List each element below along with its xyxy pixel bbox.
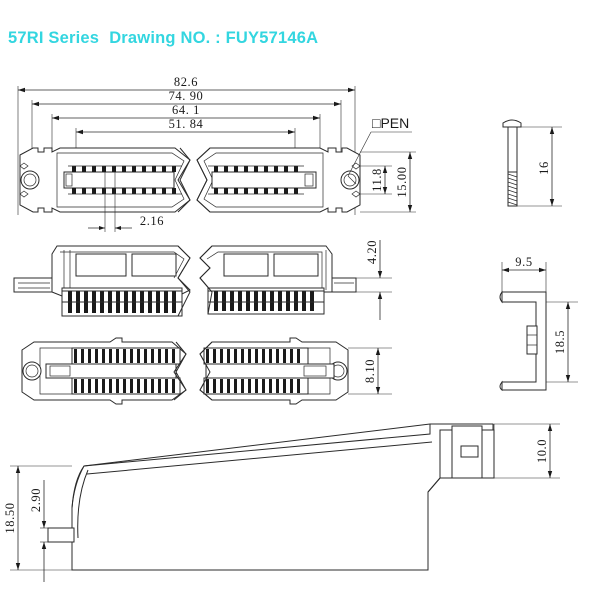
spring-comb-bottom-left bbox=[71, 377, 181, 395]
pin-row-bottom-right bbox=[214, 188, 298, 194]
open-label-text: □PEN bbox=[372, 115, 409, 131]
bracket-detail: 9.5 18.5 bbox=[499, 255, 578, 392]
dimension-text-mount-hole-span: 74. 90 bbox=[169, 89, 204, 103]
side-section-view-right bbox=[199, 245, 357, 315]
dimension-group-top: 82.6 74. 90 64. 1 51. 84 bbox=[17, 75, 356, 215]
dimension-text-rear-height: 8.10 bbox=[363, 359, 377, 383]
contact-comb-right bbox=[214, 291, 314, 311]
dimension-text-latch-height: 10.0 bbox=[535, 439, 549, 463]
spring-comb-top-left bbox=[71, 347, 181, 365]
rear-view-left bbox=[21, 337, 187, 405]
dimension-text-bracket-width: 9.5 bbox=[515, 255, 532, 269]
drawing-number-label: Drawing NO. : FUY57146A bbox=[109, 29, 319, 47]
series-label: 57RI Series bbox=[8, 29, 100, 47]
dimension-group-right-front: 11.8 15.00 bbox=[360, 151, 416, 213]
dimension-text-body-width: 64. 1 bbox=[172, 103, 200, 117]
spring-comb-top-right bbox=[203, 347, 309, 365]
screw-detail: 16 bbox=[502, 119, 562, 207]
open-callout: □PEN bbox=[347, 115, 412, 185]
front-view-right bbox=[196, 147, 361, 213]
dimension-pin-pitch: 2.16 bbox=[88, 172, 164, 232]
dimension-text-profile-height: 18.50 bbox=[3, 502, 17, 533]
dimension-text-side-thickness: 4.20 bbox=[365, 240, 379, 264]
spring-comb-bottom-right bbox=[203, 377, 309, 395]
dimension-overall-width: 82.6 bbox=[18, 75, 355, 93]
dimension-text-overall-height: 15.00 bbox=[395, 166, 409, 197]
dimension-body-width: 64. 1 bbox=[52, 103, 320, 121]
pin-row-top-left bbox=[72, 166, 176, 172]
dimension-side-thickness: 4.20 bbox=[356, 240, 392, 320]
dimension-rear-height: 8.10 bbox=[348, 347, 392, 395]
dimension-text-screw-length: 16 bbox=[537, 161, 551, 175]
profile-view: 18.50 2.90 10.0 bbox=[3, 423, 560, 582]
screw-thread bbox=[507, 173, 518, 206]
drawing-title: 57RI Series Drawing NO. : FUY57146A bbox=[8, 30, 318, 47]
rear-view-right bbox=[199, 337, 349, 405]
dimension-mount-hole-span: 74. 90 bbox=[32, 89, 341, 107]
pin-row-top-right bbox=[214, 166, 298, 172]
dimension-text-profile-step: 2.90 bbox=[29, 488, 43, 512]
side-section-view-left bbox=[13, 245, 191, 317]
dimension-text-inner-height: 11.8 bbox=[370, 168, 384, 192]
dimension-text-pin-pitch: 2.16 bbox=[140, 214, 164, 228]
dimension-text-bracket-height: 18.5 bbox=[553, 330, 567, 354]
dimension-contact-span: 51. 84 bbox=[76, 117, 295, 135]
dimension-text-contact-span: 51. 84 bbox=[169, 117, 204, 131]
dimension-text-overall-width: 82.6 bbox=[174, 75, 198, 89]
pin-row-bottom-left bbox=[72, 188, 176, 194]
